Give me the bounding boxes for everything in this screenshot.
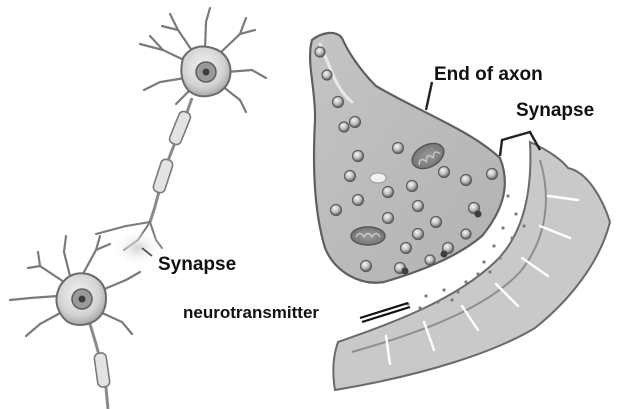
synaptic-vesicles [314,46,499,275]
left-synapse-pointer [141,247,153,257]
neurotransmitter-pointer [359,301,411,324]
axon-terminal [309,31,506,284]
synapse-bracket [498,130,542,157]
upper-neuron-nucleolus [202,68,210,76]
postsynaptic-membrane [332,140,612,392]
synaptic-region-glow [112,230,164,266]
postsynaptic-inner-edge [351,159,547,353]
lower-neuron-nucleolus [78,295,86,303]
lower-neuron-dendrites [8,234,142,338]
membrane-ridges [384,194,580,366]
vesicle-release-points [401,210,482,275]
lower-neuron [8,234,142,409]
mitochondria [350,142,445,246]
upper-neuron [95,6,268,251]
end-of-axon-label: End of axon [434,64,543,85]
upper-neuron-dendrites [138,6,268,114]
neurotransmitter-label: neurotransmitter [183,303,319,322]
synapse-label-left: Synapse [158,254,236,275]
synapse-label-right: Synapse [516,100,594,121]
lower-myelin-sheath [93,352,111,388]
myelin-sheath [152,110,192,194]
end-of-axon-pointer [424,81,434,111]
